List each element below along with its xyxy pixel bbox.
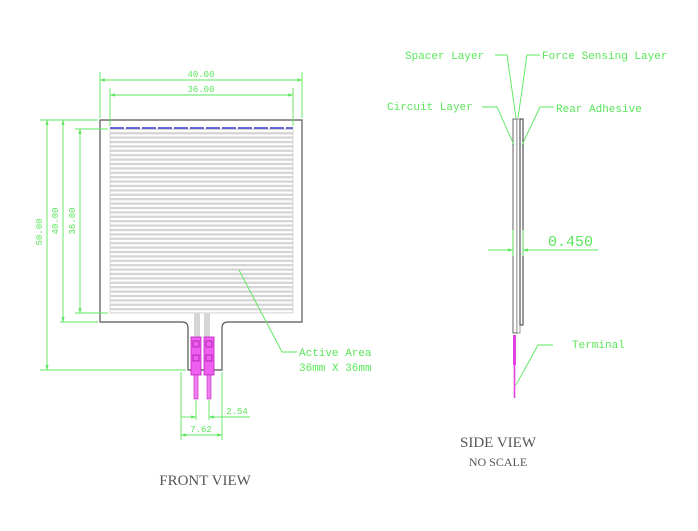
- top-dimensions: [99, 72, 303, 126]
- side-view: Spacer Layer Force Sensing Layer Circuit…: [387, 51, 667, 469]
- dim-pin-pitch: 2.54: [226, 407, 248, 417]
- dim-active-height: 36.00: [68, 207, 78, 234]
- tail-trace-left: [194, 313, 200, 337]
- dim-active-width: 36.00: [187, 85, 214, 95]
- active-area-size: 36mm X 36mm: [299, 363, 372, 375]
- thickness-value: 0.450: [548, 234, 593, 251]
- left-dimensions: [40, 119, 186, 371]
- pin-dimensions: [180, 372, 250, 440]
- side-view-subtitle: NO SCALE: [469, 455, 527, 469]
- dim-pin-span: 7.62: [190, 425, 212, 435]
- thickness-dimension: [488, 230, 598, 256]
- side-view-title: SIDE VIEW: [460, 435, 537, 451]
- active-area-label: Active Area: [299, 348, 372, 360]
- tail-trace-right: [204, 313, 210, 337]
- front-view-title: FRONT VIEW: [159, 473, 251, 489]
- terminal-label: Terminal: [572, 340, 625, 352]
- rear-adhesive-label: Rear Adhesive: [556, 104, 642, 116]
- front-view: 40.00 36.00 50.00 40.00 36.00 2.54: [35, 70, 372, 489]
- dim-overall-height: 50.00: [35, 218, 45, 245]
- callout-leader: [238, 269, 297, 353]
- layer-callouts: [482, 54, 554, 386]
- layer-stack: [512, 118, 524, 334]
- dim-body-height: 40.00: [51, 207, 61, 234]
- active-area-traces: [109, 128, 294, 314]
- dim-overall-width: 40.00: [187, 70, 214, 80]
- spacer-layer-label: Spacer Layer: [405, 51, 484, 63]
- circuit-layer-label: Circuit Layer: [387, 102, 473, 114]
- force-sensing-layer-label: Force Sensing Layer: [542, 51, 667, 63]
- terminal-pins: [190, 336, 215, 400]
